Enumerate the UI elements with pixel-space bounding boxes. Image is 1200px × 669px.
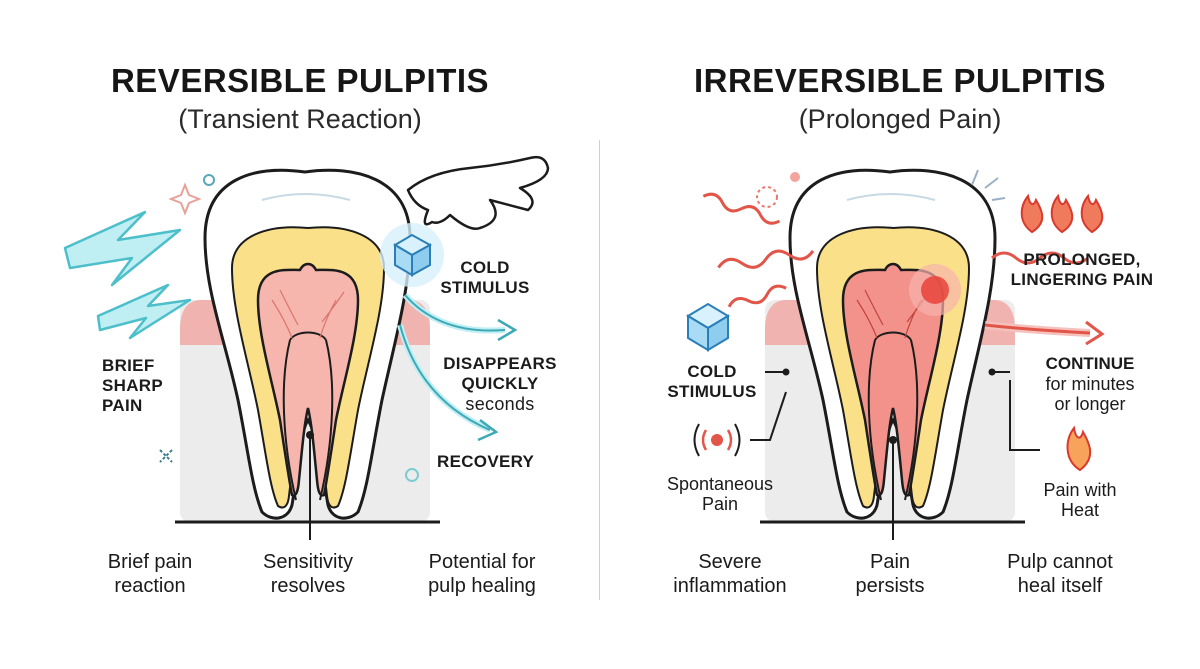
label-disappears-quickly: DISAPPEARS QUICKLY seconds <box>443 354 557 414</box>
lightning-bolt-icon <box>63 210 182 287</box>
label-pain-with-heat: Pain with Heat <box>1043 480 1117 520</box>
root-canal-right <box>319 339 334 501</box>
reversible-tooth-illustration <box>63 155 550 540</box>
page-title-reversible: REVERSIBLE PULPITIS <box>110 62 490 99</box>
label-continue-minutes: CONTINUE for minutes or longer <box>1045 354 1135 414</box>
root-canal-left <box>282 339 297 501</box>
label-spontaneous-pain: Spontaneous Pain <box>666 474 774 514</box>
ice-cube-icon <box>686 302 730 352</box>
label-cold-stimulus-left: COLD STIMULUS <box>440 258 530 297</box>
page-title-irreversible: IRREVERSIBLE PULPITIS <box>693 62 1107 99</box>
label-prolonged-lingering-pain: PROLONGED, LINGERING PAIN <box>1010 250 1154 289</box>
caption-pulp-cannot-heal: Pulp cannot heal itself <box>1007 551 1113 597</box>
subtitle-irreversible: (Prolonged Pain) <box>798 104 1002 134</box>
panel-divider <box>599 140 600 600</box>
caption-sensitivity-resolves: Sensitivity resolves <box>262 551 354 597</box>
label-brief-sharp-pain: BRIEF SHARP PAIN <box>102 356 164 415</box>
irreversible-pulpitis-panel: IRREVERSIBLE PULPITIS (Prolonged Pain) P… <box>600 0 1200 669</box>
reversible-pulpitis-panel: REVERSIBLE PULPITIS (Transient Reaction)… <box>63 62 557 597</box>
pain-pulse-icon <box>693 423 741 457</box>
caption-brief-pain-reaction: Brief pain reaction <box>107 551 193 597</box>
hand-icon <box>406 155 550 230</box>
flame-icon <box>1020 193 1104 234</box>
subtitle-reversible: (Transient Reaction) <box>178 104 422 134</box>
sparkle-icon <box>168 182 202 216</box>
irreversible-tooth-illustration <box>686 168 1105 540</box>
ice-cube-icon <box>393 233 433 277</box>
caption-pain-persists: Pain persists <box>855 551 925 597</box>
caption-potential-healing: Potential for pulp healing <box>428 551 536 597</box>
flame-icon <box>1066 425 1092 472</box>
caption-severe-inflammation: Severe inflammation <box>673 551 787 597</box>
label-cold-stimulus-right: COLD STIMULUS <box>667 362 757 401</box>
label-recovery: RECOVERY <box>437 452 535 471</box>
lightning-bolt-icon <box>96 283 192 340</box>
